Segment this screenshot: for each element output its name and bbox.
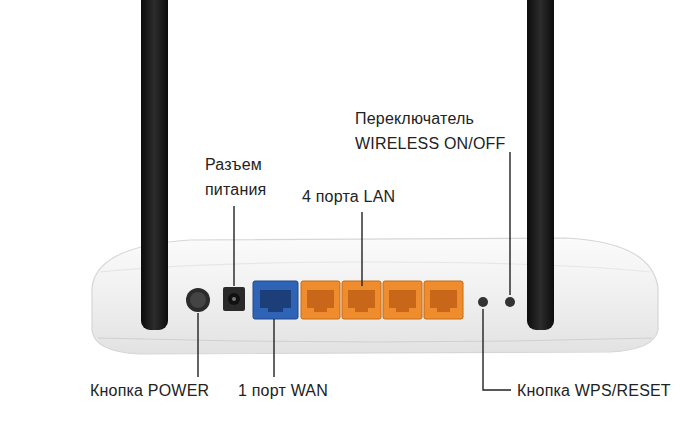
wan-port-label: 1 порт WAN bbox=[238, 378, 358, 403]
power-jack-label: Разъем питания bbox=[205, 152, 287, 202]
lan-ports-label: 4 порта LAN bbox=[302, 184, 442, 209]
switch-label: Переключатель WIRELESS ON/OFF bbox=[355, 106, 520, 156]
wps-reset-label: Кнопка WPS/RESET bbox=[517, 378, 695, 403]
power-button-label: Кнопка POWER bbox=[90, 378, 240, 403]
